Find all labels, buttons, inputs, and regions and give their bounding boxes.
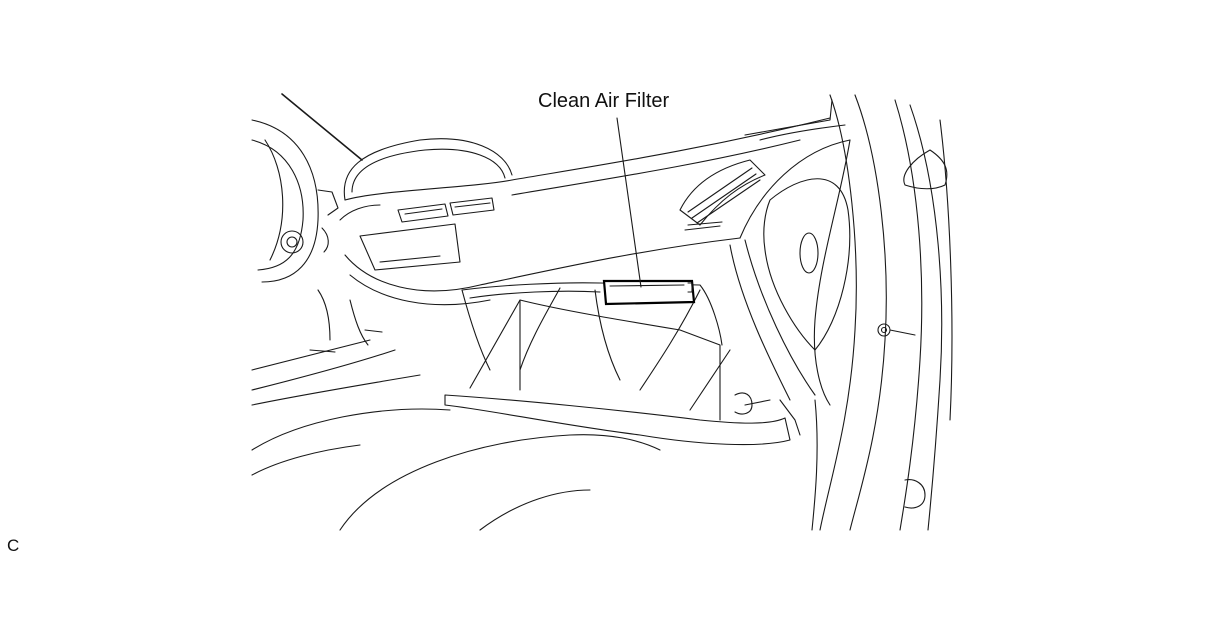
figure-corner-mark: C — [7, 536, 20, 555]
side-vent — [679, 159, 766, 231]
clean-air-filter-label: Clean Air Filter — [538, 90, 670, 112]
callout-leader-line — [616, 117, 642, 288]
center-console — [251, 289, 661, 531]
door-clip — [877, 323, 916, 337]
side-panel-speaker — [763, 178, 851, 351]
clean-air-filter — [602, 279, 696, 306]
dash-top — [511, 99, 846, 196]
steering-wheel — [251, 119, 339, 283]
center-vents — [339, 197, 495, 271]
lower-panel — [744, 399, 818, 531]
windshield-edge — [281, 93, 363, 161]
door-frame — [819, 94, 953, 531]
dash-body — [344, 139, 851, 406]
glove-box-door — [444, 299, 791, 446]
instrument-hood — [343, 138, 513, 201]
